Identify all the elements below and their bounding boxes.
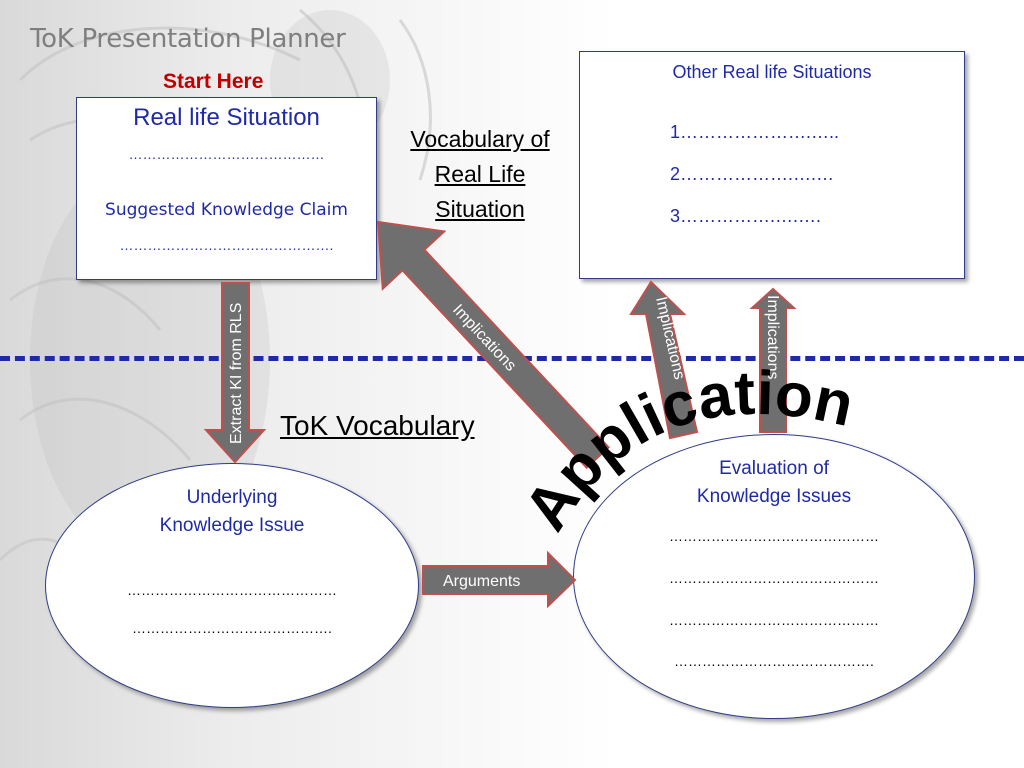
other-real-life-situations-title: Other Real life Situations bbox=[672, 62, 872, 82]
underlying-line-1: Underlying bbox=[186, 487, 278, 508]
evaluation-dots-4: ……………………………………. bbox=[674, 653, 874, 669]
other-situation-item-1: 1………………….….. bbox=[670, 122, 840, 142]
implications-right-arrow-label: Implications bbox=[764, 295, 781, 379]
vocabulary-of-real-life-situation-label: Vocabulary of Real Life Situation bbox=[388, 122, 572, 227]
other-situation-item-3: 3…………….….…. bbox=[670, 206, 822, 226]
extract-ki-arrow bbox=[203, 282, 267, 464]
vocab-line-3: Situation bbox=[435, 196, 525, 222]
underlying-knowledge-issue-title: Underlying Knowledge Issue bbox=[46, 484, 418, 540]
extract-ki-arrow-label: Extract KI from RLS bbox=[228, 303, 245, 444]
evaluation-dots-3: ……………………………………… bbox=[669, 612, 879, 628]
underlying-knowledge-issue-ellipse: Underlying Knowledge Issue …………………………………… bbox=[45, 463, 419, 708]
implications-main-arrow-label: Implications bbox=[449, 301, 519, 374]
evaluation-line-2: Knowledge Issues bbox=[696, 486, 852, 507]
dashed-divider-line bbox=[0, 356, 1024, 361]
implications-left-arrow-label: Implications bbox=[652, 295, 688, 381]
knowledge-claim-dots: ………………………………………. bbox=[119, 237, 334, 253]
vocab-line-1: Vocabulary of bbox=[410, 126, 550, 152]
evaluation-dots-1: ……………………………………… bbox=[669, 528, 879, 544]
evaluation-line-1: Evaluation of bbox=[719, 458, 829, 479]
start-here-label: Start Here bbox=[163, 70, 264, 93]
underlying-dots-2: ……………………………………. bbox=[132, 620, 332, 636]
evaluation-of-knowledge-issues-title: Evaluation of Knowledge Issues bbox=[574, 455, 974, 511]
evaluation-of-knowledge-issues-ellipse: Evaluation of Knowledge Issues ………………………… bbox=[573, 434, 975, 719]
tok-vocabulary-label: ToK Vocabulary bbox=[280, 410, 475, 441]
arguments-arrow bbox=[422, 550, 577, 609]
real-life-situation-title: Real life Situation bbox=[133, 104, 320, 131]
page-title: ToK Presentation Planner bbox=[30, 24, 346, 54]
real-life-situation-box: Real life Situation …………………………………… Sugge… bbox=[76, 97, 377, 280]
real-life-situation-dots: …………………………………… bbox=[128, 146, 325, 162]
vocab-line-2: Real Life bbox=[434, 161, 526, 187]
underlying-line-2: Knowledge Issue bbox=[159, 515, 305, 536]
other-real-life-situations-box: Other Real life Situations 1………………….….. … bbox=[579, 51, 965, 279]
underlying-dots-1: ……………………………………… bbox=[127, 582, 337, 598]
evaluation-dots-2: ……………………………………… bbox=[669, 570, 879, 586]
suggested-knowledge-claim-label: Suggested Knowledge Claim bbox=[105, 200, 348, 220]
other-situation-item-2: 2……………….….… bbox=[670, 164, 835, 184]
arguments-arrow-label: Arguments bbox=[443, 573, 520, 590]
